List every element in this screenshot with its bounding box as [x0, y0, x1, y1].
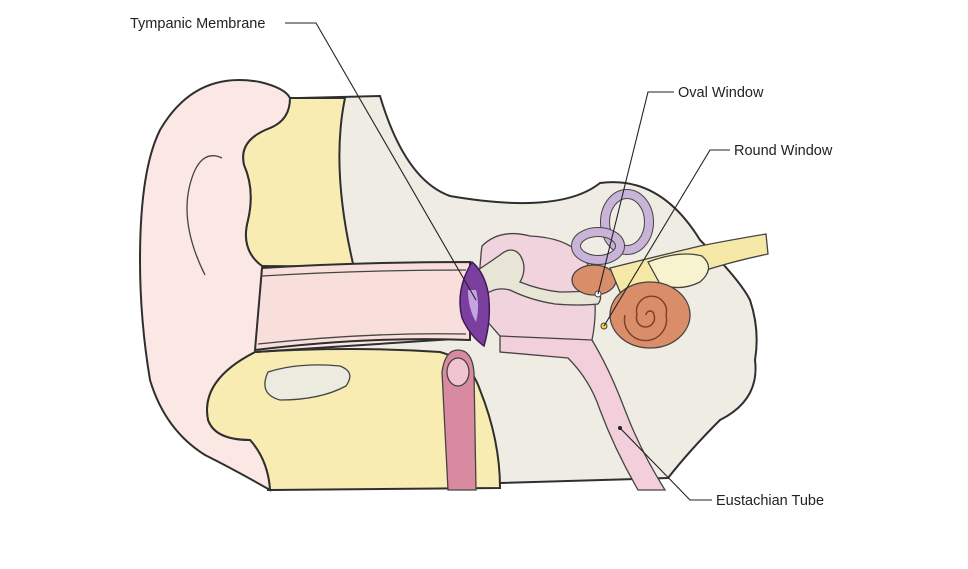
bone-cavity	[264, 364, 351, 401]
label-eustachian-tube: Eustachian Tube	[716, 493, 824, 509]
eustachian-tube-leader-dot	[618, 426, 622, 430]
ear-canal	[253, 260, 471, 352]
oval-window-leader	[597, 91, 674, 295]
ear-canal-lining	[257, 269, 467, 345]
cochlea	[609, 281, 691, 349]
label-round-window: Round Window	[734, 143, 833, 159]
nerve-bundle	[647, 253, 710, 289]
label-tympanic-membrane: Tympanic Membrane	[130, 16, 265, 32]
label-oval-window: Oval Window	[678, 85, 764, 101]
eustachian-tube	[499, 335, 667, 491]
carotid-opening	[446, 357, 470, 387]
helix-fold	[186, 155, 223, 276]
vestibule	[571, 264, 617, 296]
semicircular-canals	[571, 189, 654, 265]
carotid-artery	[441, 349, 477, 491]
tympanic-membrane-highlight	[468, 290, 478, 322]
eustachian-tube-leader	[619, 427, 712, 501]
round-window-leader	[603, 149, 730, 327]
tympanic-membrane-leader	[285, 22, 477, 301]
